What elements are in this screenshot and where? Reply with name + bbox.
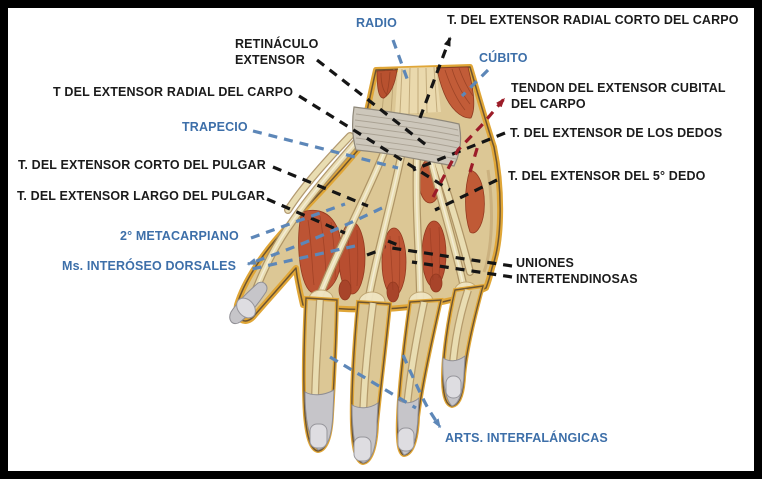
leader-uniones-a bbox=[384, 245, 513, 268]
label-interoseo: Ms. INTERÓSEO DORSALES bbox=[62, 259, 237, 273]
label-retinaculo: RETINÁCULO EXTENSOR bbox=[235, 37, 319, 67]
leader-ext-largo-pulgar bbox=[266, 197, 346, 235]
label-ext-dedos: T. DEL EXTENSOR DE LOS DEDOS bbox=[510, 126, 723, 140]
label-ext-radial: T DEL EXTENSOR RADIAL DEL CARPO bbox=[53, 85, 294, 99]
forearm-muscles bbox=[376, 66, 475, 119]
leader-interfalangicas-a bbox=[329, 355, 417, 410]
leader-ext-5-dedo bbox=[434, 178, 498, 212]
leader-retinaculo bbox=[316, 58, 431, 150]
label-trapecio: TRAPECIO bbox=[182, 120, 248, 134]
leader-lines bbox=[246, 36, 513, 429]
leader-uniones-tick-2 bbox=[387, 239, 399, 247]
leader-cubito bbox=[460, 68, 490, 98]
leader-uniones-b bbox=[411, 260, 513, 279]
thumb-nail bbox=[236, 297, 256, 319]
leader-interoseo-b bbox=[251, 244, 356, 271]
leader-uniones-tick-1 bbox=[366, 249, 379, 257]
leader-ext-radial bbox=[298, 94, 451, 192]
leader-radio bbox=[391, 39, 411, 85]
leader-metacarpiano bbox=[250, 202, 346, 240]
label-ext-largo-pulgar: T. DEL EXTENSOR LARGO DEL PULGAR bbox=[17, 189, 266, 203]
fingertips bbox=[229, 281, 466, 464]
label-interfalangicas: ARTS. INTERFALÁNGICAS bbox=[445, 431, 608, 445]
leader-trapecio bbox=[252, 129, 399, 170]
label-cubito: CÚBITO bbox=[479, 51, 528, 65]
diagram-canvas: RADIO T. DEL EXTENSOR RADIAL CORTO DEL C… bbox=[8, 8, 754, 471]
extensor-tendons bbox=[248, 132, 474, 306]
leader-ext-radial-corto bbox=[418, 36, 452, 119]
label-ext-5-dedo: T. DEL EXTENSOR DEL 5° DEDO bbox=[508, 169, 706, 183]
leader-interoseo-a bbox=[246, 206, 383, 266]
label-radio: RADIO bbox=[356, 16, 398, 30]
label-tendon-cubital: TENDON DEL EXTENSOR CUBITAL DEL CARPO bbox=[511, 81, 726, 111]
label-ext-radial-corto: T. DEL EXTENSOR RADIAL CORTO DEL CARPO bbox=[447, 13, 739, 27]
label-metacarpiano: 2° METACARPIANO bbox=[120, 229, 239, 243]
index-nail bbox=[309, 423, 328, 449]
extensor-retinaculum bbox=[352, 106, 462, 167]
hand-outline bbox=[235, 66, 501, 322]
label-uniones: UNIONES INTERTENDINOSAS bbox=[516, 256, 638, 286]
leader-ext-corto-pulgar bbox=[272, 165, 369, 208]
leader-tendon-cubital-b bbox=[468, 141, 481, 173]
middle-nail bbox=[353, 436, 372, 462]
ring-nail bbox=[397, 427, 415, 452]
hand-illustration bbox=[229, 36, 513, 466]
leader-interfalangicas-b bbox=[401, 354, 442, 429]
leader-tendon-cubital bbox=[431, 97, 506, 198]
ulnar-muscle bbox=[465, 169, 485, 234]
diagram-art: RADIO T. DEL EXTENSOR RADIAL CORTO DEL C… bbox=[8, 8, 754, 471]
label-ext-corto-pulgar: T. DEL EXTENSOR CORTO DEL PULGAR bbox=[18, 158, 266, 172]
pinky-nail bbox=[445, 375, 462, 399]
